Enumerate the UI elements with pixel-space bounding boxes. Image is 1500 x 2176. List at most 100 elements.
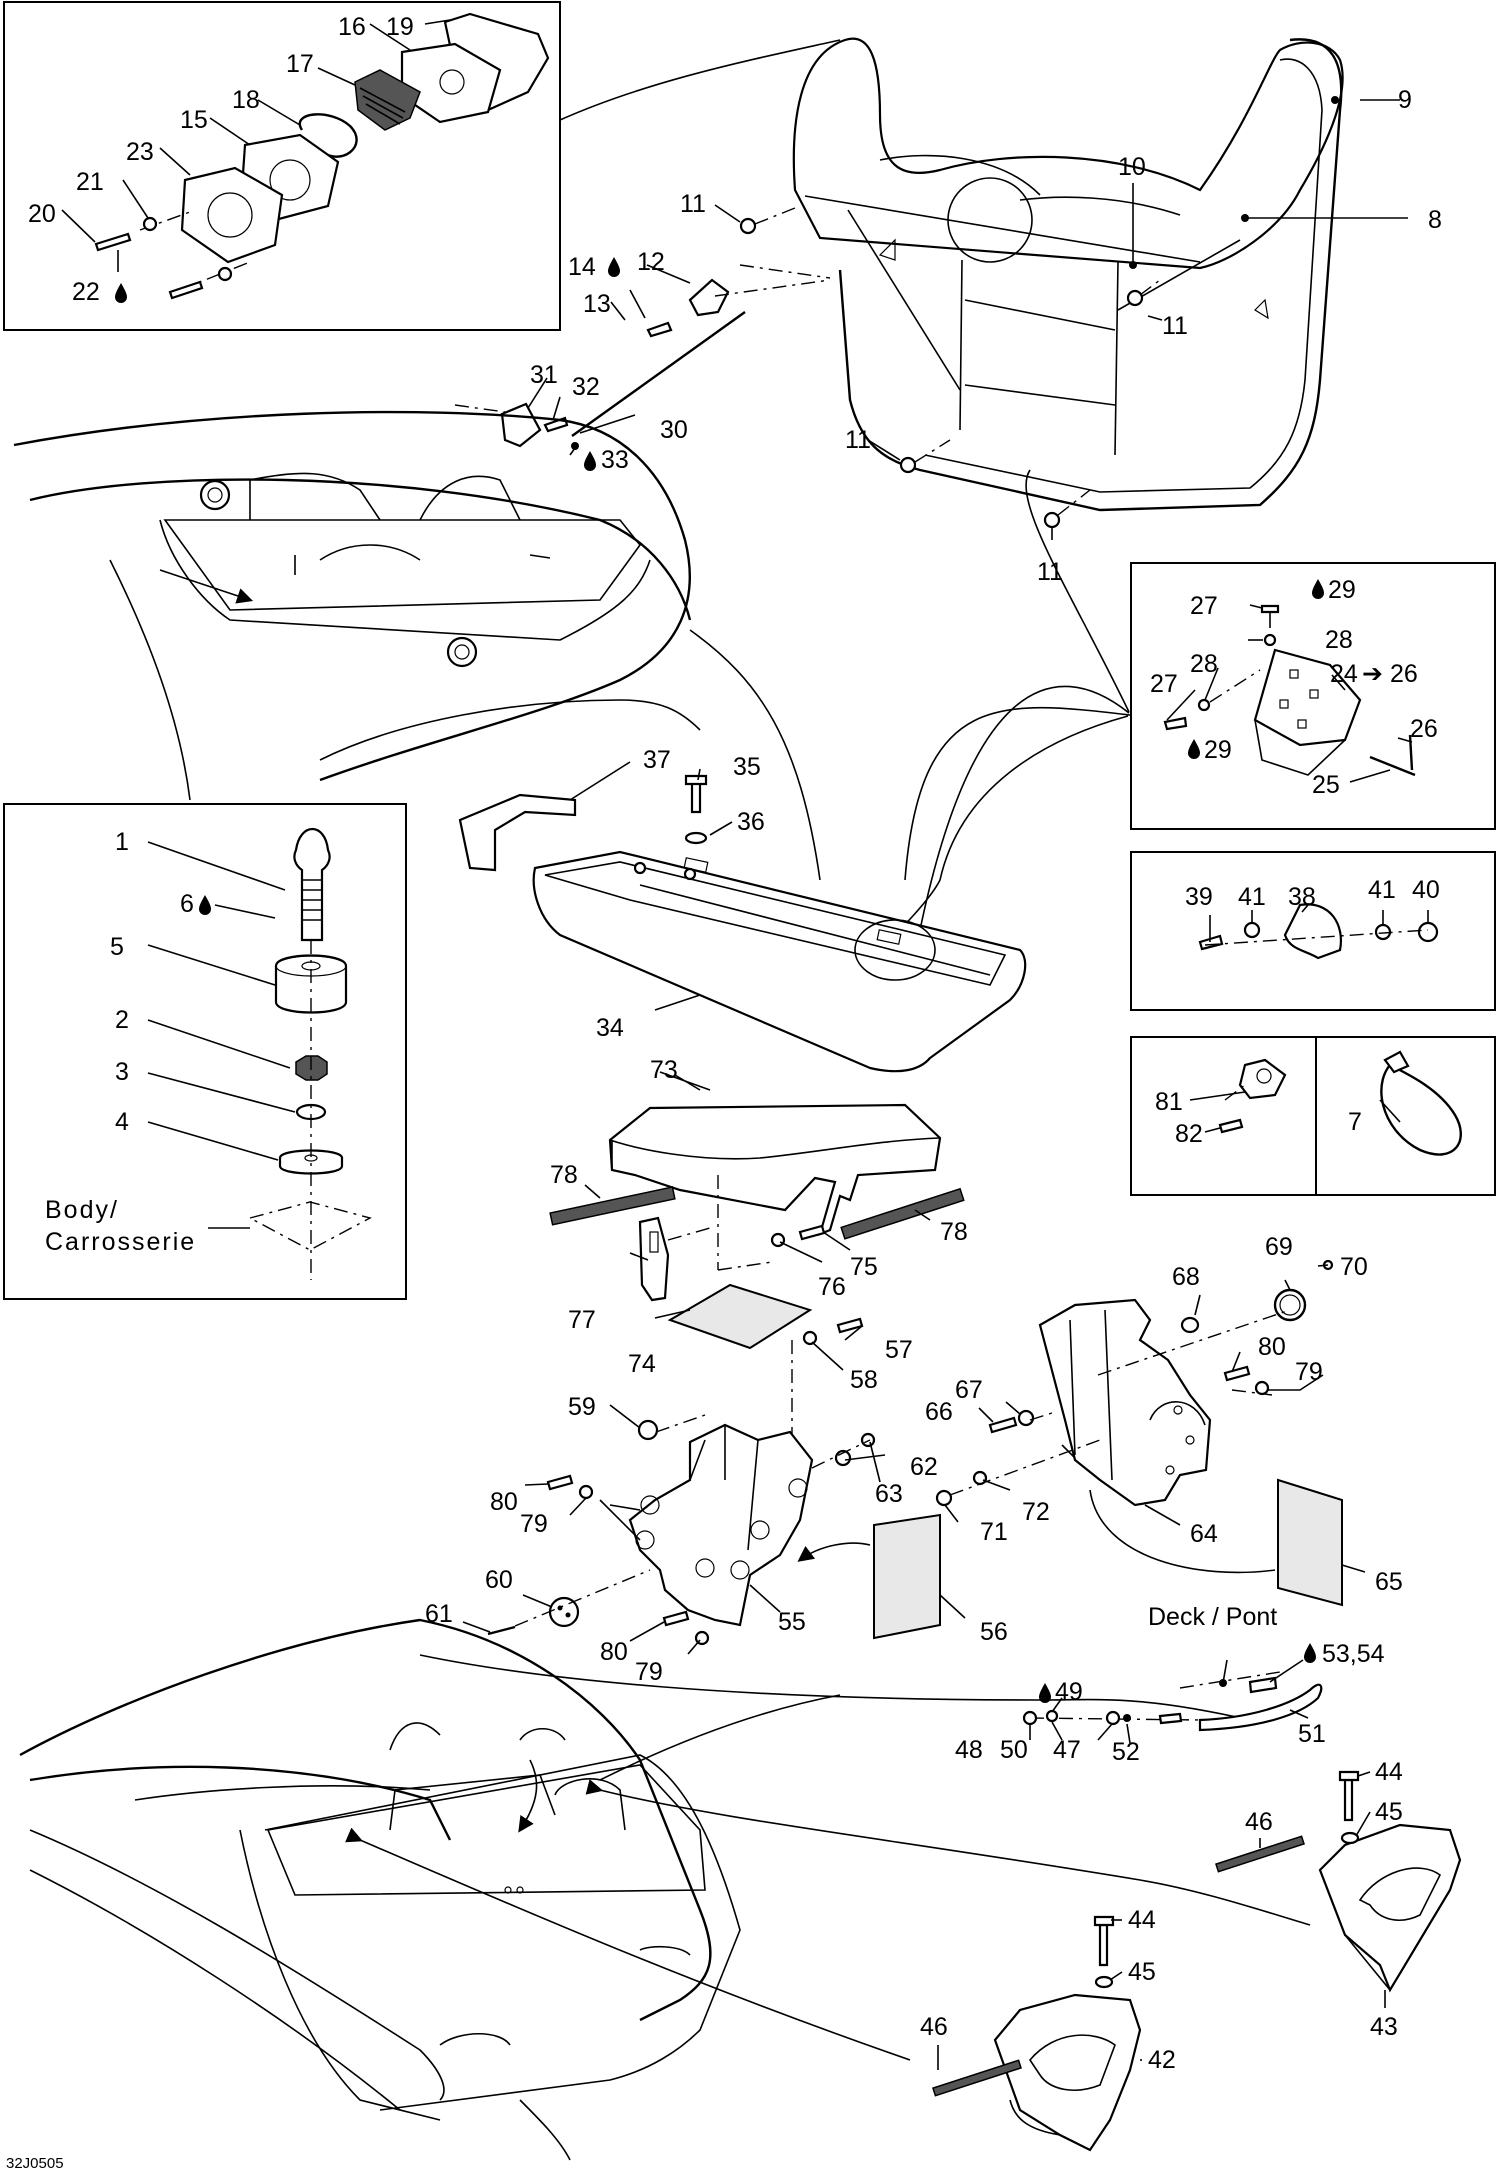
seat-strut-assembly (454, 264, 831, 450)
washer-21 (142, 216, 158, 232)
callout-82: 82 (1175, 1120, 1203, 1148)
callout-57: 57 (885, 1336, 913, 1364)
callout-16: 16 (338, 13, 366, 41)
washer-47 (1105, 1710, 1121, 1726)
grommet-68 (1180, 1316, 1200, 1334)
washer-36 (684, 831, 708, 845)
callout-29b: 29 (1204, 736, 1232, 764)
callout-labels: 16 19 17 18 15 23 21 20 22 9 10 8 11 11 … (6, 13, 1442, 2172)
inset-bracket-box (1130, 562, 1496, 830)
callout-29a: 29 (1328, 576, 1356, 604)
screw-57 (836, 1317, 864, 1334)
callout-4: 4 (115, 1108, 129, 1136)
callout-64: 64 (1190, 1520, 1218, 1548)
callout-66: 66 (925, 1398, 953, 1426)
callout-12: 12 (637, 248, 665, 276)
callout-58: 58 (850, 1366, 878, 1394)
callout-60: 60 (485, 1566, 513, 1594)
inset-tie-box (1130, 1036, 1496, 1196)
nut-48 (1022, 1710, 1038, 1726)
latch-assembly (94, 12, 550, 300)
hinge-pin-25 (1369, 755, 1416, 777)
inset-latch-box (3, 1, 561, 331)
callout-68: 68 (1172, 1263, 1200, 1291)
callout-11a: 11 (680, 190, 706, 218)
foam-56 (873, 1513, 941, 1640)
screw-20b (168, 280, 204, 300)
leader-lines (61, 19, 1429, 2070)
washer-45a (1340, 1831, 1360, 1845)
callout-75: 75 (850, 1253, 878, 1281)
callout-22: 22 (72, 278, 100, 306)
screw-44a (1343, 1778, 1354, 1822)
callout-53-54: 53,54 (1322, 1640, 1385, 1668)
clip-assembly (1198, 903, 1439, 960)
latch-lever-17 (354, 69, 421, 131)
tray-73 (608, 1103, 942, 1236)
bin-bracket-37 (458, 793, 577, 872)
strip-46a (1215, 1835, 1305, 1873)
callout-74: 74 (628, 1350, 656, 1378)
washer-50 (1045, 1709, 1059, 1723)
screw-75 (798, 1224, 826, 1241)
bracket-77 (638, 1216, 670, 1302)
callout-8: 8 (1428, 206, 1442, 234)
callout-25: 25 (1312, 771, 1340, 799)
callout-11d: 11 (1037, 558, 1063, 586)
callout-77: 77 (568, 1306, 596, 1334)
inset-clip-box (1130, 851, 1496, 1011)
tray-assembly (549, 1103, 965, 1440)
rivet-11 (739, 217, 1144, 529)
callout-81: 81 (1155, 1088, 1183, 1116)
callout-79c: 79 (1295, 1358, 1323, 1386)
holder-55 (628, 1423, 814, 1627)
tube-51 (1198, 1683, 1323, 1732)
callout-27b: 27 (1150, 670, 1178, 698)
hinge-bracket-assembly (1163, 604, 1416, 777)
callout-19: 19 (386, 13, 414, 41)
callout-45b: 45 (1128, 1958, 1156, 1986)
callout-73: 73 (650, 1056, 678, 1084)
nut-71 (935, 1489, 953, 1507)
callout-69: 69 (1265, 1233, 1293, 1261)
callout-62: 62 (910, 1453, 938, 1481)
callout-80b: 80 (600, 1638, 628, 1666)
callout-52: 52 (1112, 1738, 1140, 1766)
screw-61 (487, 1625, 516, 1636)
callout-67: 67 (955, 1376, 983, 1404)
seat-assembly (739, 37, 1344, 529)
washer-79c (1254, 1380, 1270, 1396)
nut-62 (860, 1432, 876, 1448)
foam-65 (1277, 1478, 1343, 1607)
side-cover-assembly (932, 1770, 1462, 2152)
screw-82 (1218, 1118, 1244, 1134)
callout-40: 40 (1412, 876, 1440, 904)
latch-spring-18 (298, 113, 358, 158)
bumper-assembly (248, 827, 372, 1280)
callout-18: 18 (232, 86, 260, 114)
callout-11b: 11 (1162, 312, 1188, 340)
callout-63: 63 (875, 1480, 903, 1508)
callout-49: 49 (1055, 1678, 1083, 1706)
callout-3: 3 (115, 1058, 129, 1086)
callout-28b: 28 (1190, 650, 1218, 678)
callout-46a: 46 (1245, 1808, 1273, 1836)
storage-bin (458, 774, 1027, 1073)
callout-45a: 45 (1375, 1798, 1403, 1826)
hull-front (13, 410, 701, 782)
strut-bracket-31 (500, 402, 542, 448)
tie-assembly (1218, 1050, 1462, 1156)
callout-17: 17 (286, 50, 314, 78)
drain-tube-assembly (1022, 1671, 1323, 1732)
callout-24: 24 (1330, 660, 1358, 688)
callout-11c: 11 (845, 426, 871, 454)
callout-79a: 79 (520, 1510, 548, 1538)
fitting-53 (1248, 1676, 1278, 1694)
callout-26a: 26 (1390, 660, 1418, 688)
washer-58 (802, 1330, 818, 1346)
fitting-52 (1158, 1712, 1183, 1725)
callout-arrow: ➔ (1362, 660, 1383, 688)
body-label: Body/ (45, 1196, 119, 1224)
screw-80c (1223, 1365, 1251, 1382)
callout-48: 48 (955, 1736, 983, 1764)
